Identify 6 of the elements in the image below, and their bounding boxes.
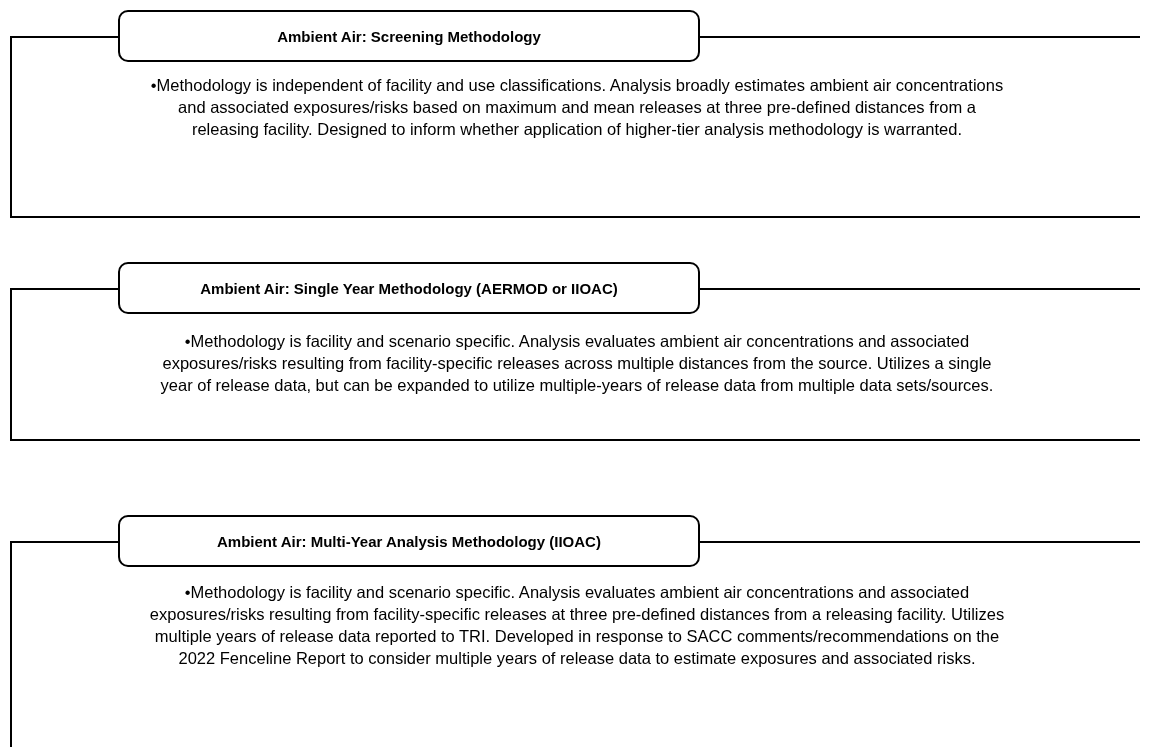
description-text: •Methodology is facility and scenario specific. Analysis evaluates ambient air concentrations and associated exposures/risks resulting from facility-specific releases across multiple distances from the source. Utilizes a single year of release data, but can be expanded to utilize multiple-years of release data from multiple data sets/sources.: [159, 331, 995, 396]
section-heading: Ambient Air: Screening Methodology: [118, 10, 700, 62]
section-heading: Ambient Air: Multi-Year Analysis Methodology (IIOAC): [118, 515, 700, 567]
section-heading: Ambient Air: Single Year Methodology (AERMOD or IIOAC): [118, 262, 700, 314]
description-text: •Methodology is facility and scenario specific. Analysis evaluates ambient air concentrations and associated exposures/risks resulting from facility-specific releases at three pre-defined distances from a releasing facility. Utilizes multiple years of release data reported to TRI. Developed in response to SACC comments/recommendations on the 2022 Fenceline Report to consider multiple years of release data to estimate exposures and associated risks.: [148, 582, 1006, 669]
description-text: •Methodology is independent of facility and use classifications. Analysis broadly estimates ambient air concentrations and associated exposures/risks based on maximum and mean releases at three pre-defined distances from a releasing facility. Designed to inform whether application of higher-tier analysis methodology is warranted.: [149, 75, 1005, 140]
